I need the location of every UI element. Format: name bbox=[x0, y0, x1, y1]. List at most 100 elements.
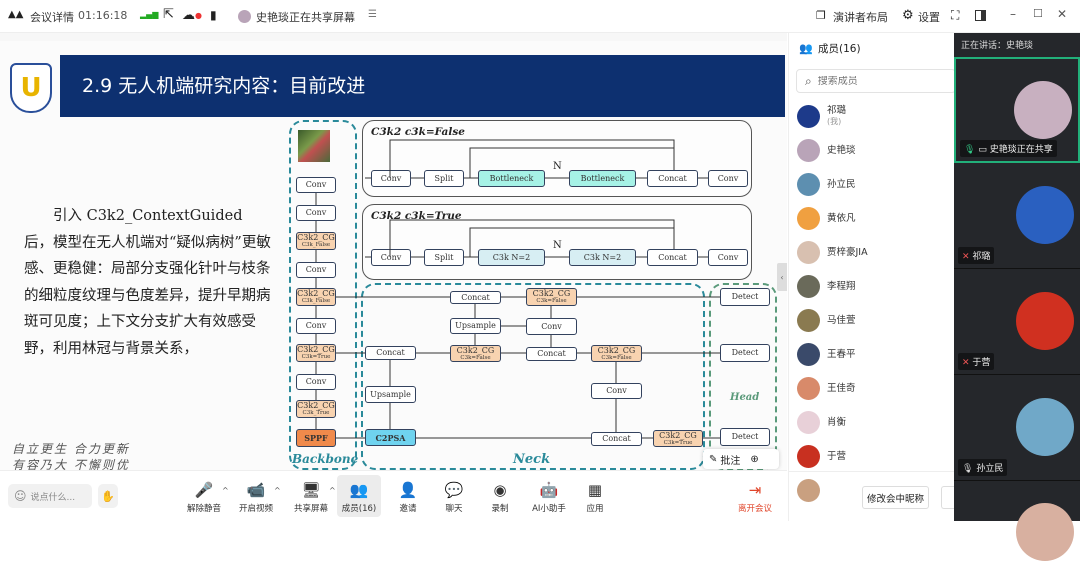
video-tile[interactable]: ✕ 于营 bbox=[954, 270, 1080, 375]
layout-dropdown[interactable]: 演讲者布局 bbox=[833, 11, 888, 24]
video-avatar bbox=[1016, 186, 1074, 244]
slide-paragraph: 引入 C3k2_ContextGuided 后，模型在无人机端对“疑似病树”更敏… bbox=[24, 208, 271, 357]
annotate-button[interactable]: 批注 bbox=[720, 455, 741, 467]
chat-label: 聊天 bbox=[445, 504, 463, 514]
unmute-label: 解除静音 bbox=[186, 504, 221, 514]
speaking-indicator: 正在讲话：史艳琰 bbox=[961, 38, 1033, 51]
raise-hand-button[interactable]: ✋ bbox=[98, 484, 118, 508]
signal-icon: ▂▄▆ bbox=[140, 10, 159, 19]
collapse-panel-icon[interactable]: ‹ bbox=[777, 263, 787, 291]
mic-icon: 🎙 bbox=[964, 145, 976, 155]
record-icon: ◉ bbox=[493, 481, 507, 499]
member-item[interactable]: 史艳琰 bbox=[797, 135, 856, 165]
member-name: 黄依凡 bbox=[827, 212, 856, 224]
member-name: 马佳萱 bbox=[827, 314, 856, 326]
member-name: 贾梓豪JIA bbox=[827, 246, 868, 258]
video-tile[interactable]: ✕ 祁璐 bbox=[954, 164, 1080, 269]
chat-icon: 💬 bbox=[444, 481, 464, 499]
avatar bbox=[797, 240, 820, 264]
annotate-toolbar: ✎ 批注 ⊕ bbox=[703, 449, 779, 469]
member-item[interactable]: 黄依凡 bbox=[797, 203, 856, 233]
member-name: 于营 bbox=[827, 450, 847, 462]
sharing-menu-icon[interactable]: ☰ bbox=[368, 9, 377, 20]
rename-button[interactable]: 修改会中昵称 bbox=[862, 486, 929, 509]
apps-icon: ▦ bbox=[587, 481, 603, 499]
pen-icon[interactable]: ✎ bbox=[709, 453, 718, 465]
chat-placeholder: 说点什么... bbox=[30, 492, 76, 503]
leave-meeting-button[interactable]: ⇥离开会议 bbox=[733, 475, 777, 517]
member-item[interactable]: 马佳萱 bbox=[797, 305, 856, 335]
chevron-up-icon[interactable]: ^ bbox=[329, 486, 336, 495]
chat-button[interactable]: 💬 聊天 bbox=[432, 475, 476, 517]
start-video-button[interactable]: 📹开启视频 bbox=[234, 475, 278, 517]
avatar bbox=[797, 206, 820, 230]
university-logo: U bbox=[10, 63, 52, 113]
ai-assistant-button[interactable]: 🤖AI小助手 bbox=[527, 475, 571, 517]
member-item[interactable]: 李程翔 bbox=[797, 271, 856, 301]
member-search[interactable]: ⌕ bbox=[796, 69, 956, 93]
invite-button[interactable]: 👤邀请 bbox=[386, 475, 430, 517]
member-name: 王春平 bbox=[827, 348, 856, 360]
sidebar-toggle-icon[interactable] bbox=[975, 10, 986, 21]
start-video-label: 开启视频 bbox=[238, 504, 273, 514]
share-screen-button[interactable]: 🖥共享屏幕 bbox=[289, 475, 333, 517]
member-name: 肖衡 bbox=[827, 416, 847, 428]
member-name: 祁璐 bbox=[827, 105, 847, 116]
settings-icon[interactable]: ⚙ bbox=[902, 8, 914, 23]
apps-button[interactable]: ▦ 应用 bbox=[573, 475, 617, 517]
participant-name: 祁璐 bbox=[972, 252, 991, 262]
motto: 自立更生 合力更新有容乃大 不懈则优 bbox=[12, 441, 130, 470]
member-item[interactable]: 贾梓豪JIA bbox=[797, 237, 868, 267]
mic-muted-icon: ✕ bbox=[962, 358, 970, 368]
video-tile[interactable]: 🎙 孙立民 bbox=[954, 376, 1080, 481]
video-label: 🎙 孙立民 bbox=[958, 459, 1008, 476]
share-screen-label: 共享屏幕 bbox=[293, 504, 328, 514]
external-link-icon[interactable]: ⇱ bbox=[163, 7, 174, 22]
zoom-in-icon[interactable]: ⊕ bbox=[750, 453, 759, 465]
record-button[interactable]: ◉录制 bbox=[478, 475, 522, 517]
mic-icon: 🎙 bbox=[962, 464, 974, 474]
avatar bbox=[797, 410, 820, 434]
meeting-details-link[interactable]: 会议详情 bbox=[30, 11, 74, 24]
members-label: 成员(16) bbox=[341, 504, 377, 514]
divider bbox=[789, 471, 955, 472]
unmute-button[interactable]: 🎤 解除静音 bbox=[182, 475, 226, 517]
chevron-up-icon[interactable]: ^ bbox=[222, 486, 229, 495]
cloud-record-icon[interactable]: ☁● bbox=[182, 8, 202, 23]
unmute-icon: 🎤 bbox=[194, 481, 214, 499]
chevron-up-icon[interactable]: ^ bbox=[274, 486, 281, 495]
chat-input[interactable]: ☺说点什么... bbox=[8, 484, 92, 508]
minimize-icon[interactable]: – bbox=[1010, 7, 1016, 21]
close-icon[interactable]: ✕ bbox=[1057, 7, 1068, 21]
video-tile[interactable]: 🎙 ▭ 史艳琰正在共享 bbox=[954, 57, 1080, 163]
member-item[interactable]: 于营 bbox=[797, 441, 846, 471]
members-title: 成员(16) bbox=[818, 43, 861, 55]
speaking-label: 正在讲话： bbox=[961, 41, 1007, 51]
sharing-status: 史艳琰正在共享屏幕 bbox=[256, 11, 355, 24]
member-item[interactable] bbox=[797, 475, 827, 505]
emoji-icon[interactable]: ☺ bbox=[14, 489, 27, 503]
speaking-name: 史艳琰 bbox=[1006, 41, 1034, 51]
document-icon[interactable]: ▮ bbox=[210, 8, 217, 22]
members-button[interactable]: 👥 成员(16) bbox=[337, 475, 381, 517]
layout-icon[interactable]: ❐ bbox=[816, 9, 826, 22]
ai-assistant-label: AI小助手 bbox=[532, 504, 566, 514]
members-icon: 👥 bbox=[799, 42, 813, 55]
member-item[interactable]: 肖衡 bbox=[797, 407, 846, 437]
logo-letter: U bbox=[20, 73, 42, 103]
member-search-input[interactable] bbox=[817, 75, 938, 87]
video-label: ✕ 祁璐 bbox=[958, 247, 995, 264]
title-bar: ▲▲ 会议详情 01:16:18 ▂▄▆ ⇱ ☁● ▮ 史艳琰正在共享屏幕 ☰ … bbox=[0, 0, 1080, 33]
avatar bbox=[797, 138, 820, 162]
fullscreen-icon[interactable]: ⛶ bbox=[951, 8, 960, 22]
member-item[interactable]: 祁璐(我) bbox=[797, 101, 846, 131]
member-item[interactable]: 王春平 bbox=[797, 339, 856, 369]
settings-button[interactable]: 设置 bbox=[918, 11, 940, 24]
avatar bbox=[797, 104, 820, 128]
apps-label: 应用 bbox=[586, 504, 604, 514]
member-item[interactable]: 王佳奇 bbox=[797, 373, 856, 403]
member-item[interactable]: 孙立民 bbox=[797, 169, 856, 199]
members-icon: 👥 bbox=[349, 481, 369, 499]
maximize-icon[interactable]: ☐ bbox=[1033, 7, 1043, 20]
more-button[interactable] bbox=[941, 486, 955, 509]
